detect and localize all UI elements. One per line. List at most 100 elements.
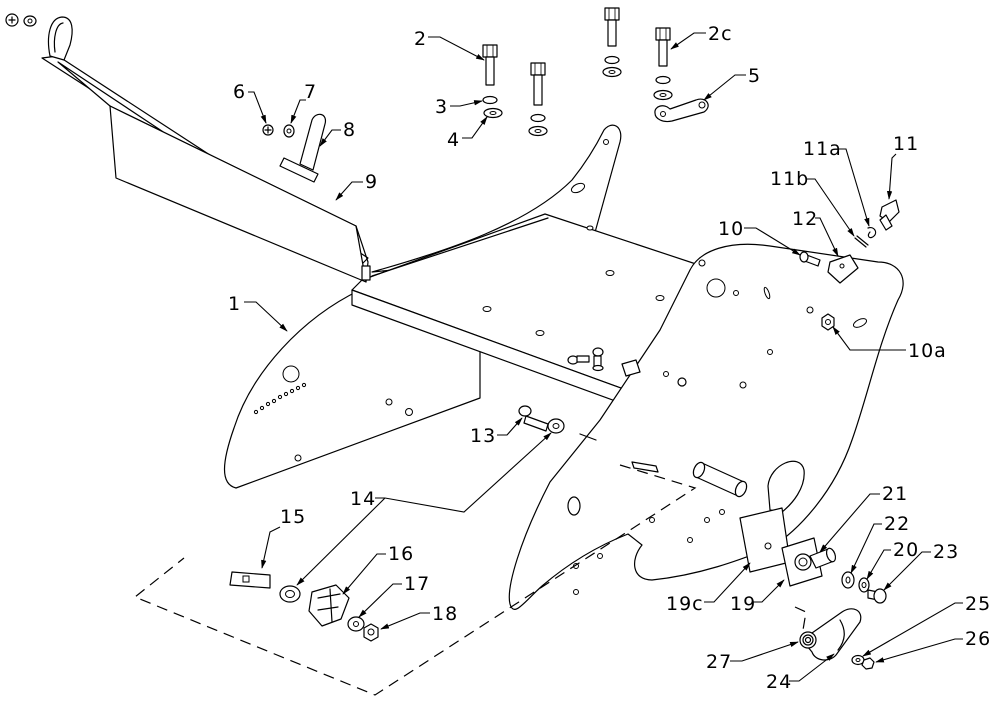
mounting-plate xyxy=(739,507,791,573)
top-left-screw-and-washer xyxy=(5,13,37,27)
washer xyxy=(858,577,870,593)
washer xyxy=(283,124,295,138)
callout-label: 6 xyxy=(233,81,246,103)
callout-label: 23 xyxy=(933,541,959,563)
callout-22: 22 xyxy=(850,513,910,574)
callout-19: 19 xyxy=(730,579,785,615)
callout-6: 6 xyxy=(233,81,267,124)
callout-25: 25 xyxy=(862,593,991,657)
retaining-clip xyxy=(867,227,877,239)
callout-label: 26 xyxy=(965,628,991,650)
link-plate xyxy=(654,98,709,123)
callout-label: 11 xyxy=(893,133,919,155)
callout-10a: 10a xyxy=(832,326,947,362)
callout-23: 23 xyxy=(883,541,959,591)
callout-5: 5 xyxy=(703,65,761,101)
screw xyxy=(262,124,274,136)
callout-10: 10 xyxy=(718,218,801,256)
hinge-pin xyxy=(809,547,837,569)
torsion-spring xyxy=(799,631,817,649)
nut xyxy=(363,623,379,642)
nut xyxy=(861,657,875,670)
bolt-with-washers xyxy=(482,44,503,119)
callout-label: 5 xyxy=(748,65,761,87)
callout-11a: 11a xyxy=(803,138,870,227)
callout-label: 15 xyxy=(280,506,306,528)
bolt-with-washers xyxy=(602,7,622,78)
knob-pin xyxy=(879,199,900,231)
assembly-boundary xyxy=(133,464,697,696)
middle-hardware xyxy=(567,347,687,387)
knob xyxy=(308,584,350,627)
callout-18: 18 xyxy=(380,603,458,630)
callout-19c: 19c xyxy=(666,562,751,615)
callout-2: 2 xyxy=(414,28,485,61)
callout-label: 10a xyxy=(908,340,947,362)
latch-arm xyxy=(801,608,862,661)
callout-27: 27 xyxy=(706,641,799,673)
callout-label: 9 xyxy=(365,171,378,193)
callout-11b: 11b xyxy=(770,168,855,237)
callout-26: 26 xyxy=(875,628,991,663)
stud xyxy=(518,405,549,432)
bolt-with-washers xyxy=(528,62,548,137)
callout-label: 17 xyxy=(404,573,430,595)
callout-label: 11b xyxy=(770,168,809,190)
nut xyxy=(821,313,835,331)
callout-label: 1 xyxy=(228,293,241,315)
callout-20: 20 xyxy=(866,539,919,580)
callout-label: 18 xyxy=(432,603,458,625)
callout-label: 2c xyxy=(708,23,733,45)
callout-label: 19 xyxy=(730,593,756,615)
callout-label: 10 xyxy=(718,218,744,240)
callout-4: 4 xyxy=(447,116,488,151)
callout-13: 13 xyxy=(470,417,523,447)
plate xyxy=(229,571,271,589)
callout-label: 13 xyxy=(470,425,496,447)
hinge-bracket xyxy=(781,537,823,587)
callout-label: 12 xyxy=(792,208,818,230)
callout-label: 21 xyxy=(882,483,908,505)
bolt-with-washers xyxy=(653,27,673,101)
washer xyxy=(841,571,855,589)
callout-label: 4 xyxy=(447,129,460,151)
spring-pin xyxy=(854,235,869,248)
callout-14: 14 xyxy=(296,432,552,586)
callout-label: 3 xyxy=(435,96,448,118)
callout-21: 21 xyxy=(819,483,908,553)
left-lock-pin xyxy=(47,16,73,61)
angle-bracket xyxy=(827,254,859,284)
callout-label: 8 xyxy=(343,119,356,141)
callout-label: 22 xyxy=(884,513,910,535)
callout-24: 24 xyxy=(766,653,835,693)
sleeve xyxy=(692,461,748,498)
callout-16: 16 xyxy=(342,543,414,595)
callout-label: 24 xyxy=(766,671,792,693)
callout-label: 20 xyxy=(893,539,919,561)
callout-label: 16 xyxy=(388,543,414,565)
callout-7: 7 xyxy=(290,81,317,124)
callout-15: 15 xyxy=(261,506,306,569)
callout-17: 17 xyxy=(358,573,430,618)
washer xyxy=(279,585,301,603)
callout-label: 7 xyxy=(304,81,317,103)
washer xyxy=(347,616,365,632)
callout-label: 25 xyxy=(965,593,991,615)
bolt xyxy=(799,251,821,267)
callout-12: 12 xyxy=(792,208,839,257)
right-side-plate xyxy=(508,243,904,610)
adjustment-hole-row xyxy=(253,382,307,415)
channel-beam xyxy=(41,55,371,283)
callout-label: 19c xyxy=(666,593,704,615)
lock-pin xyxy=(279,113,327,183)
lever-plate xyxy=(767,460,805,513)
callout-1: 1 xyxy=(228,293,288,332)
callout-11: 11 xyxy=(886,133,919,200)
callout-2c: 2c xyxy=(670,23,733,50)
small-block xyxy=(631,461,659,473)
callout-label: 2 xyxy=(414,28,427,50)
callout-label: 14 xyxy=(350,488,376,510)
callout-3: 3 xyxy=(435,96,483,118)
